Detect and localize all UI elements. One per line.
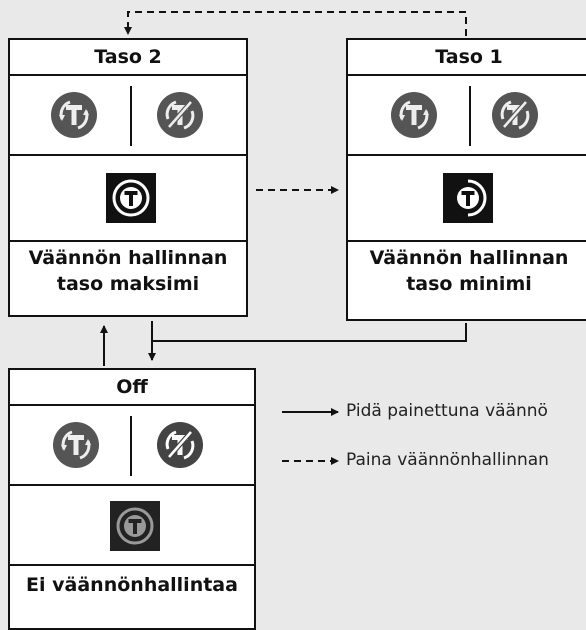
traction-control-icon <box>53 422 99 468</box>
level-title: Taso 1 <box>435 46 503 68</box>
level-box-taso-2: Taso 2 <box>8 38 248 317</box>
level-caption: Ei väännönhallintaa <box>26 574 238 596</box>
divider <box>469 86 471 146</box>
traction-control-indicator-icon <box>106 173 156 223</box>
traction-control-off-icon <box>157 422 203 468</box>
divider <box>130 86 132 146</box>
traction-control-indicator-icon <box>443 173 493 223</box>
divider <box>130 416 132 476</box>
level-title: Off <box>116 376 148 398</box>
traction-control-off-icon <box>157 92 203 138</box>
level-caption-line-1: Väännön hallinnan <box>28 247 228 269</box>
level-caption-line-1: Väännön hallinnan <box>369 247 569 269</box>
traction-control-icon <box>391 92 437 138</box>
legend-solid-label: Pidä painettuna väännö <box>346 401 548 421</box>
level-box-taso-1: Taso 1 <box>346 38 586 321</box>
level-box-off: Off <box>8 368 256 630</box>
traction-control-icon <box>51 92 97 138</box>
level-title: Taso 2 <box>94 46 162 68</box>
traction-control-off-icon <box>492 92 538 138</box>
level-caption-line-2: taso maksimi <box>56 273 200 295</box>
level-caption-line-2: taso minimi <box>406 273 532 295</box>
solid-line-taso1-to-off <box>152 323 467 342</box>
dashed-arrow-taso1-to-taso2 <box>124 11 467 36</box>
legend-dashed-label: Paina väännönhallinnan <box>346 450 549 470</box>
traction-control-indicator-icon <box>110 501 160 551</box>
